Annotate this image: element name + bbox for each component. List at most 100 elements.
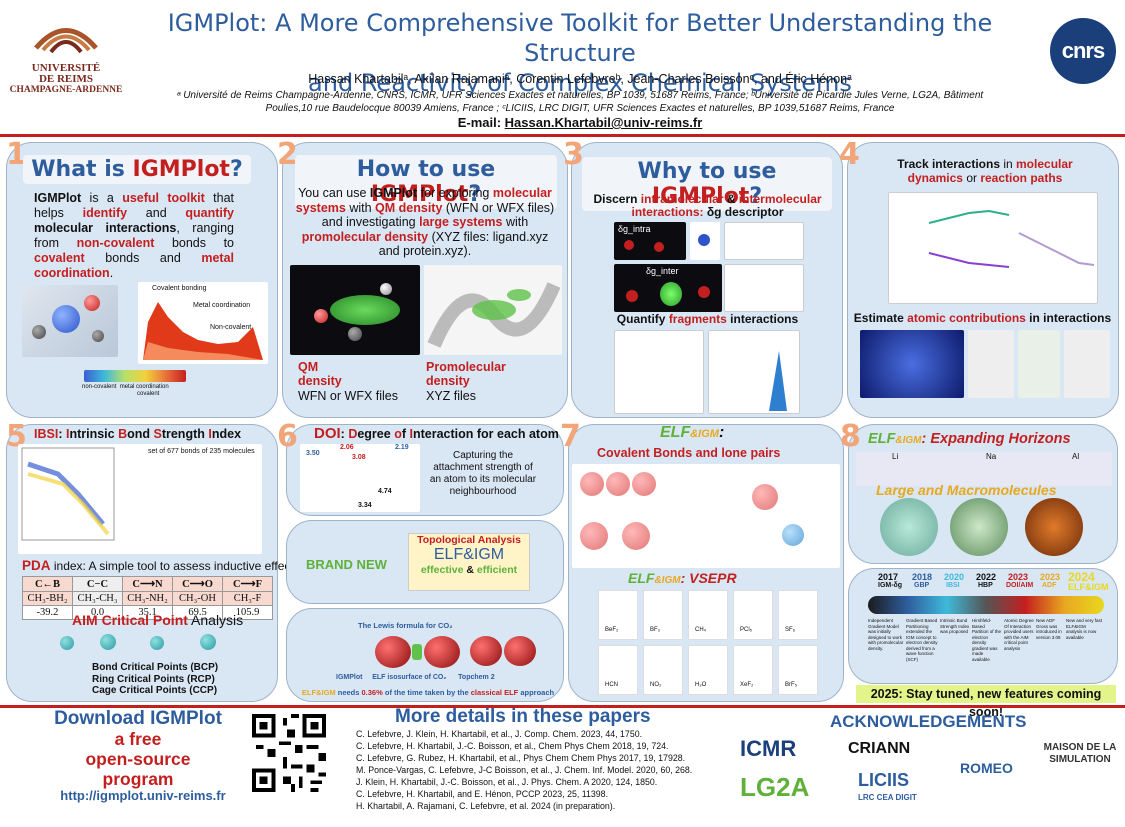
topological-title: Topological Analysis (417, 534, 521, 546)
vsepr-cell: CH₄ (688, 590, 728, 640)
timeline-desc: Hirshfeld-Based Partition of the electro… (972, 618, 1002, 662)
timeline-name: HBP (978, 582, 993, 589)
poster-title: IGMPlot: A More Comprehensive Toolkit fo… (130, 8, 1030, 98)
pda-mol-cell: CH₃-F (222, 591, 273, 606)
dg-inter-image: δg_inter (614, 264, 722, 312)
protein-ribbon-icon (427, 282, 561, 348)
timeline-year: 2024 (1068, 570, 1095, 584)
vsepr-cell: BeF₂ (598, 590, 638, 640)
reims-logo-line2: DE REIMS (38, 73, 94, 85)
dg-intra-mol (690, 222, 720, 260)
plot-label-covalent: Covalent bonding (152, 285, 207, 292)
panel3-text: Discern intramolecular & intermolecular … (593, 192, 822, 219)
atomic-contrib-image-2 (968, 330, 1014, 398)
reference-item: H. Khartabil, A. Rajamani, C. Lefebvre, … (356, 801, 616, 811)
md-trajectory-plot (888, 192, 1098, 304)
timeline-year: 2018 (912, 572, 933, 582)
panel1-title: What is IGMPlot? (22, 155, 252, 184)
panel2-number: 2 (277, 137, 298, 172)
affiliations: ᵃ Université de Reims Champagne-Ardenne,… (120, 89, 1040, 115)
elements-image: Li Na Al (856, 452, 1112, 486)
pda-header-cell: C−C (72, 576, 123, 592)
vsepr-cell: HCN (598, 645, 638, 695)
criann-logo: CRIANN (848, 740, 911, 757)
quantify-text: Quantify fragments interactions (616, 312, 799, 326)
brand-new-label: BRAND NEW (306, 557, 387, 572)
critical-points-list: Bond Critical Points (BCP) Ring Critical… (92, 662, 218, 697)
email-link[interactable]: Hassan.Khartabil@univ-reims.fr (504, 115, 703, 130)
panel4-number: 4 (839, 137, 860, 172)
email-label: E-mail: (457, 115, 505, 130)
timeline-desc: Atomic Degree Of Interaction provided us… (1004, 618, 1034, 651)
panel8-number: 8 (840, 419, 861, 454)
panel1-color-scale (84, 370, 186, 382)
pda-header-cell: C⟶N (122, 576, 173, 592)
qr-code-icon[interactable] (248, 710, 330, 796)
panel7-title: ELF&IGM: (660, 424, 725, 441)
pda-value-cell: 35.1 (122, 605, 173, 620)
download-sub1: a free (114, 729, 162, 749)
affiliation-line1: ᵃ Université de Reims Champagne-Ardenne,… (176, 90, 984, 101)
elf-speed-note: ELF&IGM needs 0.36% of the time taken by… (301, 688, 555, 697)
atomic-contrib-image-4 (1064, 330, 1110, 398)
panel2-qm-image (290, 265, 420, 355)
panel1-signature-plot: Covalent bonding Metal coordination Non-… (138, 282, 268, 364)
plot-label-metal: Metal coordination (193, 302, 251, 309)
timeline-name: IGM-δg (878, 582, 903, 589)
atomic-contrib-image-3 (1018, 330, 1060, 398)
bottom-divider (0, 705, 1125, 708)
affiliation-line2: Poulies,10 rue Baudelocque 80039 Amiens,… (265, 103, 895, 114)
title-line1: IGMPlot: A More Comprehensive Toolkit fo… (167, 9, 993, 67)
download-sub2: open-source (85, 749, 191, 769)
timeline-name: DOI/AIM (1006, 582, 1034, 589)
download-url-link[interactable]: http://igmplot.univ-reims.fr (60, 788, 226, 803)
aim-molecule-image (40, 630, 250, 658)
fragment-plot-2 (708, 330, 800, 414)
vsepr-cell: PCl₅ (733, 590, 773, 640)
promolecular-label: Promolecular density (426, 360, 506, 388)
vsepr-grid: BeF₂ BF₃ CH₄ PCl₅ SF₆ HCN NO₂ H₂O XeF₂ B… (598, 590, 820, 698)
top-divider (0, 134, 1125, 137)
maison-simulation-logo: MAISON DE LA SIMULATION (1043, 742, 1117, 765)
vsepr-cell: BF₃ (643, 590, 683, 640)
panel4-text-atomic: Estimate atomic contributions in interac… (853, 311, 1112, 325)
timeline-year: 2023 (1008, 572, 1029, 582)
atomic-contrib-image-1 (860, 330, 964, 398)
dg-inter-plot (724, 264, 804, 312)
co2-elf-image (330, 632, 544, 672)
timeline-name: GBP (914, 582, 930, 589)
reims-emblem-icon (34, 28, 98, 54)
panel6-number: 6 (277, 419, 298, 454)
lewis-formula-label: The Lewis formula for CO₂ (358, 621, 453, 630)
reference-item: C. Lefebvre, H. Khartabil, J.-C. Boisson… (356, 741, 669, 751)
dg-intra-image: δg_intra (614, 222, 686, 260)
panel7-number: 7 (560, 419, 581, 454)
ccp-label: Cage Critical Points (CCP) (92, 685, 218, 696)
timeline-year: 2017 (878, 572, 899, 582)
covalent-bonds-image (572, 464, 840, 568)
vsepr-cell: BrF₅ (778, 645, 818, 695)
liciis-logo: LICIIS (858, 770, 910, 790)
timeline-year: 2023 (1040, 572, 1061, 582)
timeline-name: ELF&IGM (1068, 582, 1109, 592)
email-line: E-mail: Hassan.Khartabil@univ-reims.fr (120, 115, 1040, 130)
pda-mol-cell: CH₃-BH₂ (22, 591, 73, 606)
dg-intra-label: δg_intra (618, 224, 651, 234)
panel8-title: ELF&IGM: Expanding Horizons (868, 431, 1071, 447)
timeline-name: ADF (1042, 582, 1057, 589)
timeline-desc: New and very fast ELF&IGM analysis is no… (1066, 618, 1103, 640)
panel2-promolecular-image (424, 265, 562, 355)
plot-label-noncovalent: Non-covalent (210, 324, 252, 331)
panel-timeline (848, 568, 1118, 684)
ibsi-plot: set of 677 bonds of 235 molecules (18, 444, 262, 554)
panel2-title: How to use IGMPlot? (295, 155, 557, 209)
qm-density-sub: WFN or WFX files (298, 389, 398, 403)
reference-item: J. Klein, H. Khartabil, J.-C. Boisson, e… (356, 777, 658, 787)
pda-mol-cell: CH₃-OH (172, 591, 223, 606)
macromolecule-images (880, 498, 1106, 560)
dg-inter-label: δg_inter (646, 266, 679, 276)
authors: Hassan Khartabilᵃ, Akilan Rajamaniᵃ, Cor… (308, 72, 852, 86)
bcp-label: Bond Critical Points (BCP) (92, 662, 219, 673)
dg-intra-plot (724, 222, 804, 260)
cnrs-logo: cnrs (1050, 18, 1116, 84)
